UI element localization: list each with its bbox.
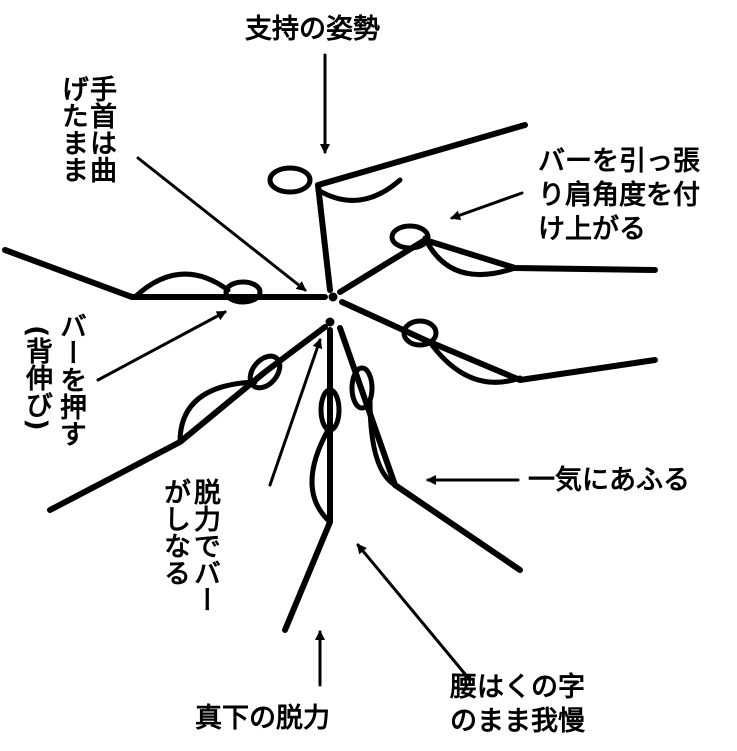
arrow-wrist [136,156,307,292]
arrow-relax [268,338,323,487]
label-swing: 一気にあふる [528,465,690,496]
label-wrist-line1: 手首は曲 [85,75,116,183]
bar-point-upper [328,292,338,302]
label-relax-line1: 脱力でバー [189,478,220,613]
pose-push [47,324,328,513]
label-hip-line1: 腰はくの字 [450,672,585,703]
pose-horizontal [2,247,328,305]
label-support-posture: 支持の姿勢 [245,14,380,45]
label-drop: 真下の脱力 [195,703,330,734]
arrow-push [96,310,227,382]
label-pull-line1: バーを引っ張 [538,146,700,177]
label-wrist-line2: げたまま [57,75,88,183]
bar-point-lower [325,317,335,327]
pose-support [267,122,528,293]
label-relax-line2: がしなる [159,478,190,586]
pose-pull-up [337,223,658,295]
label-push-line2: (背伸び) [21,325,52,431]
label-hip-line2: のまま我慢 [450,706,585,737]
pose-swing [339,299,658,385]
label-pull-line3: け上がる [538,214,646,245]
arrow-hip [356,543,472,682]
label-push-line1: バーを押す [55,312,86,447]
arrow-pull [450,191,524,221]
pose-hip-pike [337,325,523,573]
label-pull-line2: り肩角度を付 [538,180,700,211]
pose-drop [282,327,342,633]
